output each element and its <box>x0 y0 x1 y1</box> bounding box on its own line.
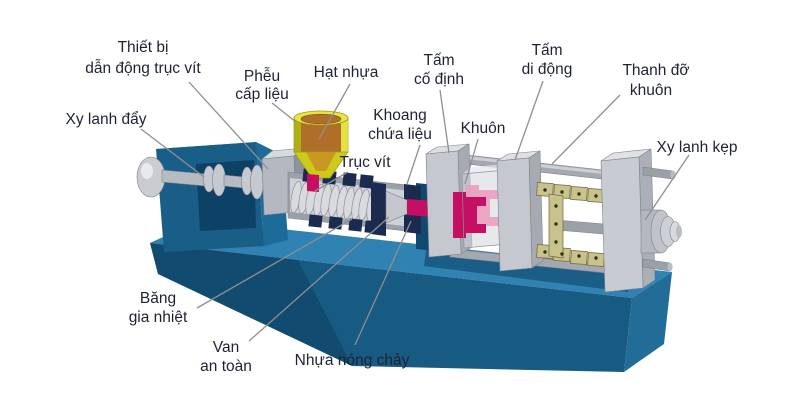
label-safety-valve: Van <box>213 339 239 356</box>
label-push-cylinder: Xy lanh đẩy <box>66 111 147 128</box>
label-mold: Khuôn <box>461 120 506 137</box>
base-front-face <box>150 243 632 372</box>
leader-mold <box>464 138 479 185</box>
leader-molten-plastic <box>354 220 412 346</box>
label-material-chamber: Khoang <box>373 107 426 124</box>
leader-push-cylinder <box>140 128 205 178</box>
leader-screw <box>314 171 349 192</box>
label-tie-bar: Thanh đỡ <box>622 62 689 79</box>
label-molten-plastic: Nhựa nóng chảy <box>295 352 410 369</box>
label-moving-platen: Tấm <box>532 42 563 59</box>
label-heater-band: gia nhiệt <box>129 309 188 326</box>
piston-rod <box>223 174 245 189</box>
coupling-flange <box>212 163 226 197</box>
labels: Thiết bị dẫn động trục vít Xy lanh đẩy P… <box>66 39 738 375</box>
leader-tie-bar <box>551 94 621 165</box>
heater-band <box>308 214 323 228</box>
heater-band <box>328 216 343 230</box>
label-moving-platen: di động <box>522 61 573 78</box>
label-screw: Trục vít <box>339 154 391 171</box>
leader-lines <box>140 80 690 346</box>
label-hopper: cấp liệu <box>235 86 288 103</box>
heater-ring <box>371 182 386 236</box>
injection-unit <box>136 147 307 216</box>
label-screw-drive: dẫn động trục vít <box>85 60 201 77</box>
molded-part <box>453 192 486 238</box>
label-safety-valve: an toàn <box>200 358 252 375</box>
heater-band <box>348 218 363 232</box>
leader-clamp-cylinder <box>644 154 690 221</box>
heater-band <box>359 174 374 189</box>
leader-heater-band <box>196 218 353 309</box>
leader-pellets <box>318 83 351 140</box>
label-pellets: Hạt nhựa <box>314 64 379 81</box>
moving-platen <box>496 150 544 272</box>
heater-band <box>342 172 357 187</box>
leader-material-chamber <box>406 144 421 185</box>
base-shadow <box>150 243 352 366</box>
cap-highlight <box>141 163 153 179</box>
label-fixed-platen: Tấm <box>424 52 455 69</box>
label-heater-band: Băng <box>140 290 176 307</box>
hopper-cone-fill <box>306 152 336 171</box>
label-hopper: Phễu <box>244 68 280 85</box>
label-screw-drive: Thiết bị <box>118 39 169 56</box>
screw-barrel <box>287 168 421 236</box>
base-side-face <box>624 272 672 372</box>
hopper-shade <box>294 118 301 152</box>
pellet-surface <box>300 113 342 125</box>
clamp-cylinder-tip <box>676 225 682 238</box>
feed-throat <box>307 174 319 192</box>
hopper-highlight <box>341 118 348 152</box>
push-cylinder-cap <box>136 156 166 198</box>
label-tie-bar: khuôn <box>630 82 672 99</box>
clamp-cylinder <box>640 166 682 272</box>
label-fixed-platen: cố định <box>414 71 464 88</box>
leader-hopper <box>271 102 297 123</box>
rear-platen-front <box>600 156 644 293</box>
fixed-platen-front <box>425 150 462 258</box>
toggle-vertical-link <box>548 193 564 259</box>
moving-platen-front <box>496 157 533 272</box>
coupling-flange <box>250 164 264 200</box>
leader-fixed-platen <box>439 89 450 154</box>
toggle-linkage <box>536 182 605 267</box>
label-clamp-cylinder: Xy lanh kẹp <box>657 139 738 156</box>
base-top-shadow <box>424 250 630 292</box>
toggle-hinge-pins <box>543 188 598 260</box>
tie-bar-stub-end <box>667 262 673 272</box>
label-material-chamber: chứa liệu <box>368 126 432 143</box>
leader-safety-valve <box>248 216 390 342</box>
leader-screw-drive <box>188 81 269 170</box>
leader-moving-platen <box>514 80 544 161</box>
